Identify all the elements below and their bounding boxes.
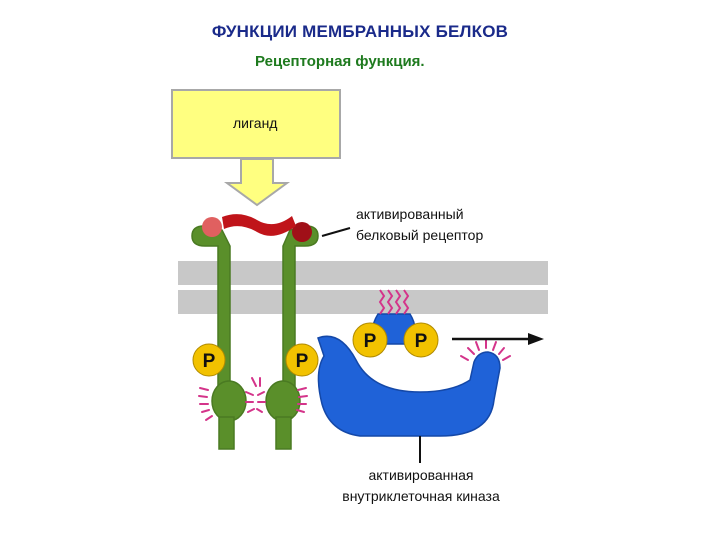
binding-site-left	[202, 217, 222, 237]
phosphate-receptor-right	[285, 343, 319, 377]
slide-subtitle: Рецепторная функция.	[255, 53, 425, 70]
kinase-activation-marks	[460, 339, 511, 361]
membrane-inner-layer	[178, 290, 548, 314]
receptor-activation-marks	[198, 377, 308, 421]
receptor-subunit-right	[265, 225, 319, 450]
ligand-molecule	[222, 214, 296, 236]
ligand-callout-box: лиганд	[171, 89, 341, 159]
receptor-subunit-left	[191, 225, 247, 450]
kinase-label-line2: внутриклеточная киназа	[342, 488, 500, 504]
kinase-body	[317, 335, 501, 437]
ligand-label: лиганд	[233, 115, 278, 131]
kinase-label-line1: активированная	[368, 467, 474, 483]
receptor-pointer-line	[321, 227, 351, 237]
phosphate-kinase-left	[352, 322, 388, 358]
ligand-arrow	[223, 158, 291, 207]
anchor-squiggles	[378, 289, 410, 315]
phosphate-label-receptor-right: P	[296, 351, 309, 372]
receptor-label-line1: активированный	[356, 206, 464, 222]
phosphate-label-kinase-right: P	[415, 331, 428, 352]
receptor-label-line2: белковый рецептор	[356, 227, 484, 243]
phosphate-label-receptor-left: P	[203, 351, 216, 372]
phosphate-receptor-left	[192, 343, 226, 377]
binding-site-right	[292, 222, 312, 242]
phosphate-kinase-right	[403, 322, 439, 358]
slide-title: ФУНКЦИИ МЕМБРАННЫХ БЕЛКОВ	[211, 22, 509, 41]
receptor-label: активированный белковый рецептор	[356, 204, 483, 246]
phosphate-label-kinase-left: P	[364, 331, 377, 352]
kinase-label: активированная внутриклеточная киназа	[322, 465, 520, 507]
membrane-outer-layer	[178, 261, 548, 285]
signal-arrow-head	[528, 333, 544, 345]
